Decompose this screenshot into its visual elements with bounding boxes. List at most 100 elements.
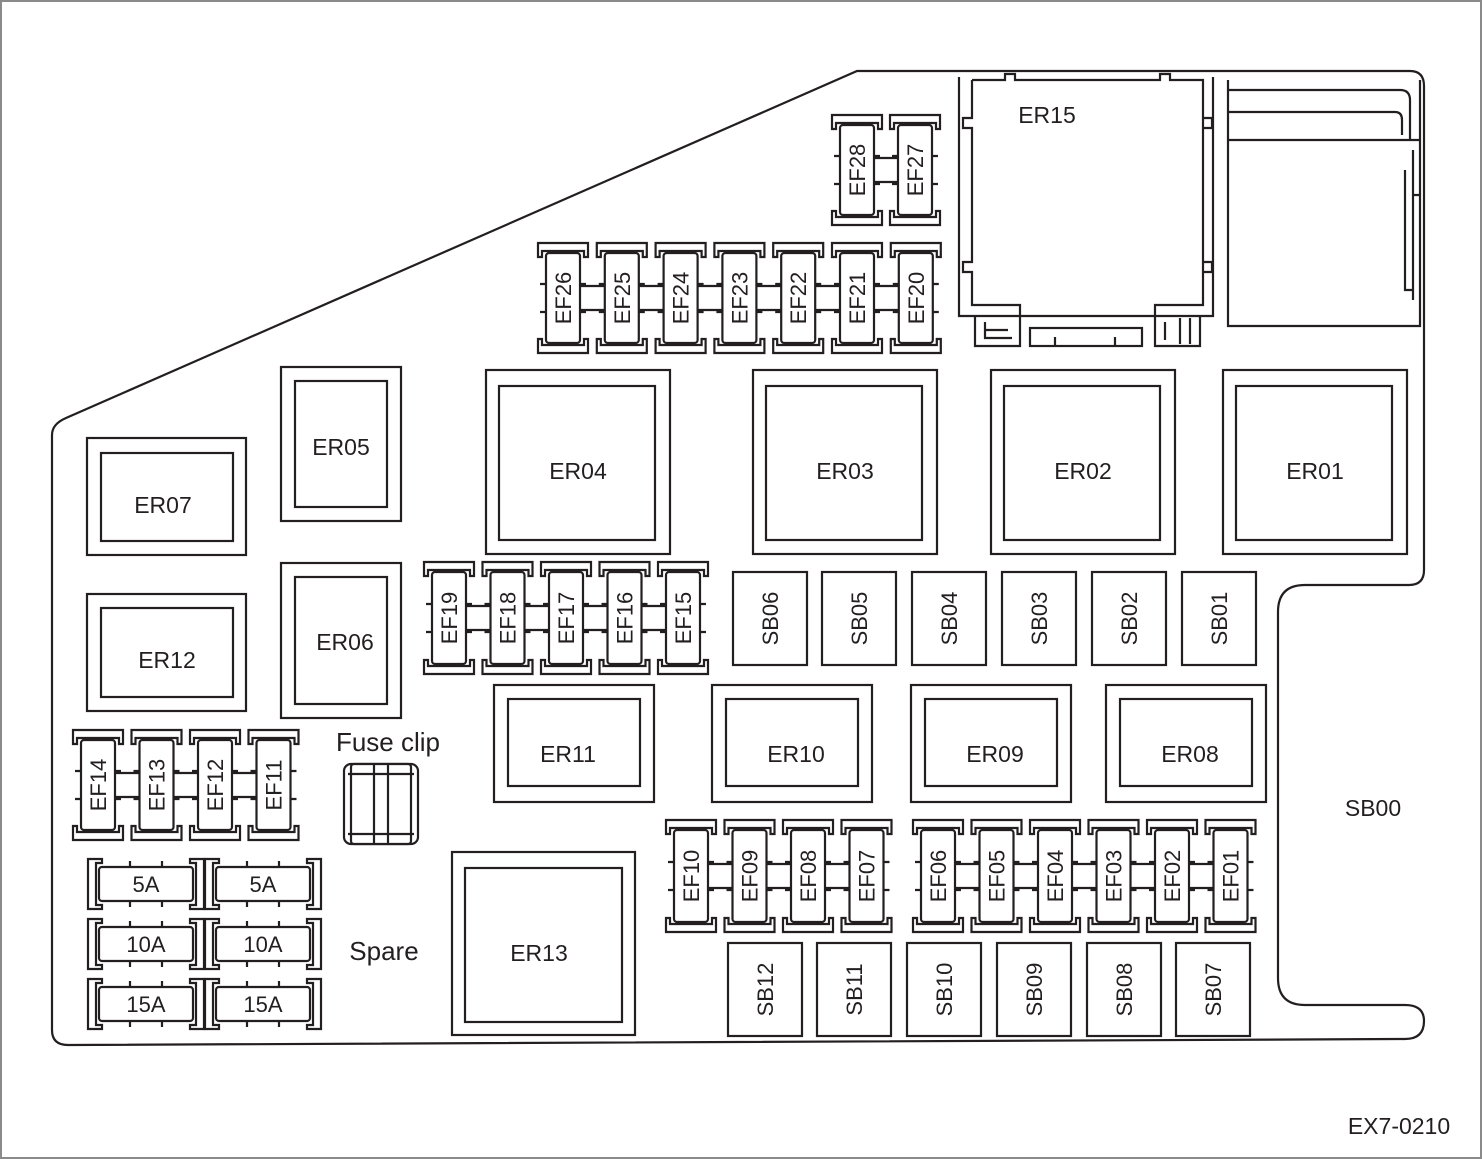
slow-blow-sb03: SB03 [1000, 570, 1078, 667]
fuse-ef17: EF17 [539, 560, 593, 676]
fuse-ef23-label: EF23 [727, 272, 752, 325]
spare-fuse-6: 15A [203, 977, 323, 1031]
relay-er03-label: ER03 [816, 458, 874, 484]
fuse-ef17-label: EF17 [554, 592, 579, 645]
fuse-ef07-label: EF07 [855, 850, 880, 903]
fuse-ef24-label: EF24 [669, 272, 694, 325]
slow-blow-sb08: SB08 [1085, 941, 1163, 1038]
fuse-ef14-label: EF14 [86, 759, 111, 812]
slow-blow-sb09-label: SB09 [1022, 963, 1047, 1017]
spare-label: Spare [349, 936, 418, 966]
relay-er04-label: ER04 [549, 458, 607, 484]
fuse-ef24: EF24 [654, 241, 707, 355]
fuse-ef02-label: EF02 [1160, 850, 1185, 903]
fuse-ef19: EF19 [422, 560, 476, 676]
fuse-ef09: EF09 [723, 818, 776, 934]
spare-fuse-3-label: 10A [126, 932, 165, 957]
fuse-ef22: EF22 [772, 241, 825, 355]
fuse-ef18-label: EF18 [496, 592, 521, 645]
slow-blow-sb06-label: SB06 [758, 592, 783, 646]
relay-er15-housing [957, 72, 1422, 348]
relay-er08-label: ER08 [1161, 741, 1219, 767]
fuse-ef22-label: EF22 [786, 272, 811, 325]
fuse-ef10-label: EF10 [679, 850, 704, 903]
fuse-ef12: EF12 [188, 728, 242, 842]
spare-fuse-4: 10A [203, 917, 323, 971]
relay-er02-label: ER02 [1054, 458, 1112, 484]
fuse-ef15-label: EF15 [671, 592, 696, 645]
spare-fuse-1: 5A [86, 857, 206, 911]
slow-blow-sb05-label: SB05 [847, 592, 872, 646]
fuse-ef03-label: EF03 [1102, 850, 1127, 903]
fuse-ef15: EF15 [656, 560, 710, 676]
slow-blow-sb11: SB11 [815, 941, 893, 1038]
fuse-ef14: EF14 [71, 728, 125, 842]
slow-blow-sb04-label: SB04 [937, 592, 962, 646]
slow-blow-sb09: SB09 [995, 941, 1073, 1038]
fuse-ef07: EF07 [840, 818, 893, 934]
slow-blow-sb11-label: SB11 [842, 963, 867, 1015]
fuse-ef20: EF20 [889, 241, 942, 355]
relay-er09: ER09 [909, 683, 1073, 804]
slow-blow-sb12: SB12 [726, 941, 804, 1038]
relay-er06-label: ER06 [316, 629, 374, 655]
spare-fuse-3: 10A [86, 917, 206, 971]
spare-fuse-1-label: 5A [133, 872, 160, 897]
slow-blow-sb03-label: SB03 [1027, 592, 1052, 646]
spare-fuse-5-label: 15A [126, 992, 165, 1017]
fuse-ef01-label: EF01 [1219, 850, 1244, 903]
relay-er10-label: ER10 [767, 741, 825, 767]
fuse-ef03: EF03 [1087, 818, 1140, 934]
fuse-ef12-label: EF12 [203, 759, 228, 812]
relay-er07-label: ER07 [134, 492, 192, 518]
slow-blow-sb08-label: SB08 [1112, 963, 1137, 1017]
fuse-clip [342, 762, 420, 846]
relay-er15-label: ER15 [1018, 102, 1076, 128]
relay-er05-label: ER05 [312, 434, 370, 460]
fuse-ef08-label: EF08 [796, 850, 821, 903]
fuse-ef04: EF04 [1028, 818, 1082, 934]
spare-fuse-5: 15A [86, 977, 206, 1031]
fuse-ef13: EF13 [130, 728, 183, 842]
fuse-ef04-label: EF04 [1043, 850, 1068, 903]
relay-er04: ER04 [484, 368, 672, 556]
fuse-ef20-label: EF20 [904, 272, 929, 325]
fuse-ef26: EF26 [536, 241, 590, 355]
spare-fuse-4-label: 10A [243, 932, 282, 957]
fuse-ef26-label: EF26 [551, 272, 576, 325]
slow-blow-sb05: SB05 [820, 570, 898, 667]
slow-blow-sb10-label: SB10 [932, 963, 957, 1017]
fuse-clip-label: Fuse clip [336, 727, 440, 757]
fuse-ef25-label: EF25 [610, 272, 635, 325]
fuse-ef21-label: EF21 [845, 272, 870, 325]
spare-fuse-6-label: 15A [243, 992, 282, 1017]
slow-blow-sb04: SB04 [910, 570, 988, 667]
fuse-ef11: EF11 [247, 728, 300, 842]
slow-blow-sb02-label: SB02 [1117, 592, 1142, 646]
fuse-ef27-label: EF27 [903, 144, 928, 197]
slow-blow-sb07-label: SB07 [1201, 963, 1226, 1017]
slow-blow-sb07: SB07 [1174, 941, 1252, 1038]
fuse-ef18: EF18 [481, 560, 534, 676]
fuse-ef05-label: EF05 [985, 850, 1010, 903]
slow-blow-sb06: SB06 [731, 570, 809, 667]
slow-blow-sb01: SB01 [1180, 570, 1258, 667]
fuse-ef11-label: EF11 [262, 760, 287, 811]
fuse-ef16-label: EF16 [613, 592, 638, 645]
slow-blow-sb12-label: SB12 [753, 963, 778, 1017]
fuse-ef28: EF28 [830, 113, 884, 227]
relay-er02: ER02 [989, 368, 1177, 556]
relay-er03: ER03 [751, 368, 939, 556]
diagram-code: EX7-0210 [1348, 1113, 1450, 1139]
slow-blow-sb10: SB10 [905, 941, 983, 1038]
fuse-ef19-label: EF19 [437, 592, 462, 645]
fuse-ef25: EF25 [595, 241, 648, 355]
fuse-ef23: EF23 [713, 241, 766, 355]
fuse-ef10: EF10 [664, 818, 718, 934]
slow-blow-sb01-label: SB01 [1207, 592, 1232, 646]
fuse-ef01: EF01 [1204, 818, 1257, 934]
